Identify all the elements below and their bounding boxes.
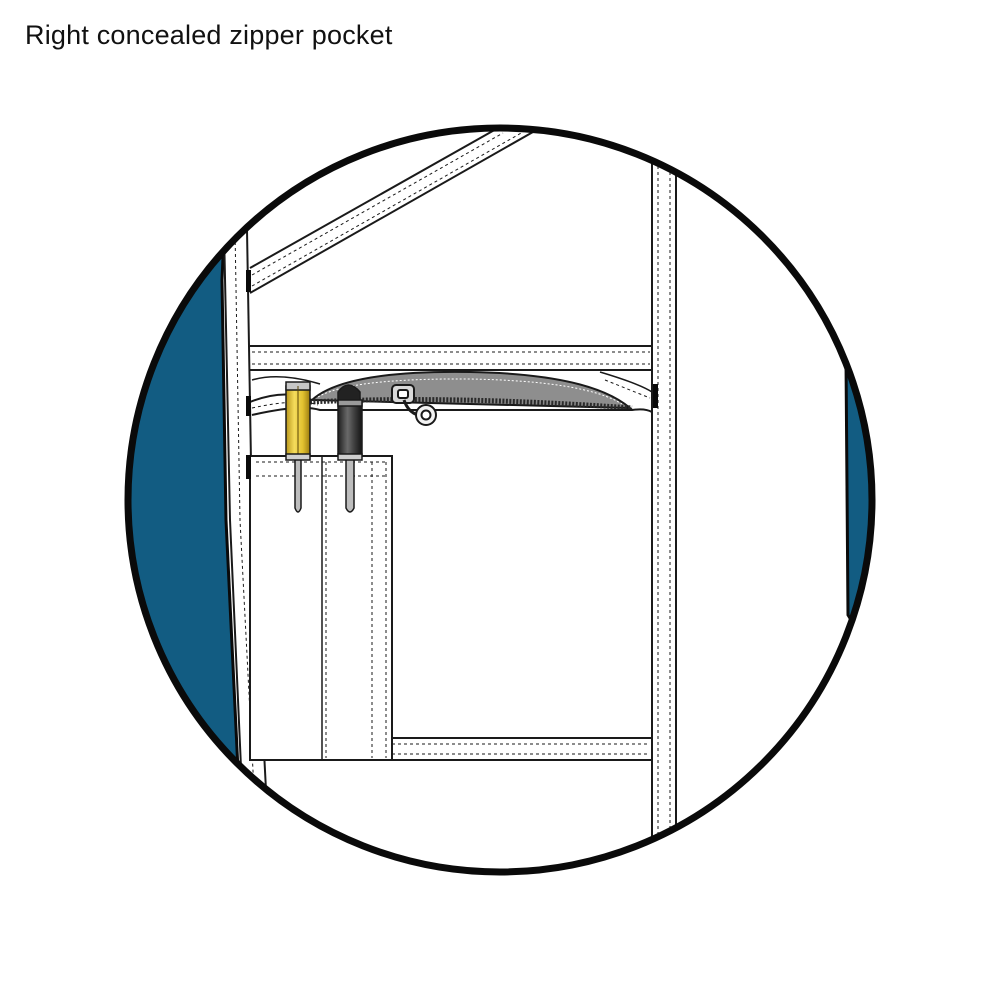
horizontal-band [250, 345, 652, 371]
left-lining-panel [128, 128, 240, 872]
pen-pocket [249, 455, 393, 761]
dark-pen-icon [337, 384, 363, 513]
diagram-caption: Right concealed zipper pocket [25, 20, 393, 50]
zipper-pull-icon [391, 384, 437, 426]
seam-tacks [246, 270, 658, 479]
diagonal-strap [249, 128, 541, 294]
detail-circle [124, 124, 876, 876]
gold-pen-icon [285, 381, 311, 513]
right-seam-strip [651, 160, 677, 840]
